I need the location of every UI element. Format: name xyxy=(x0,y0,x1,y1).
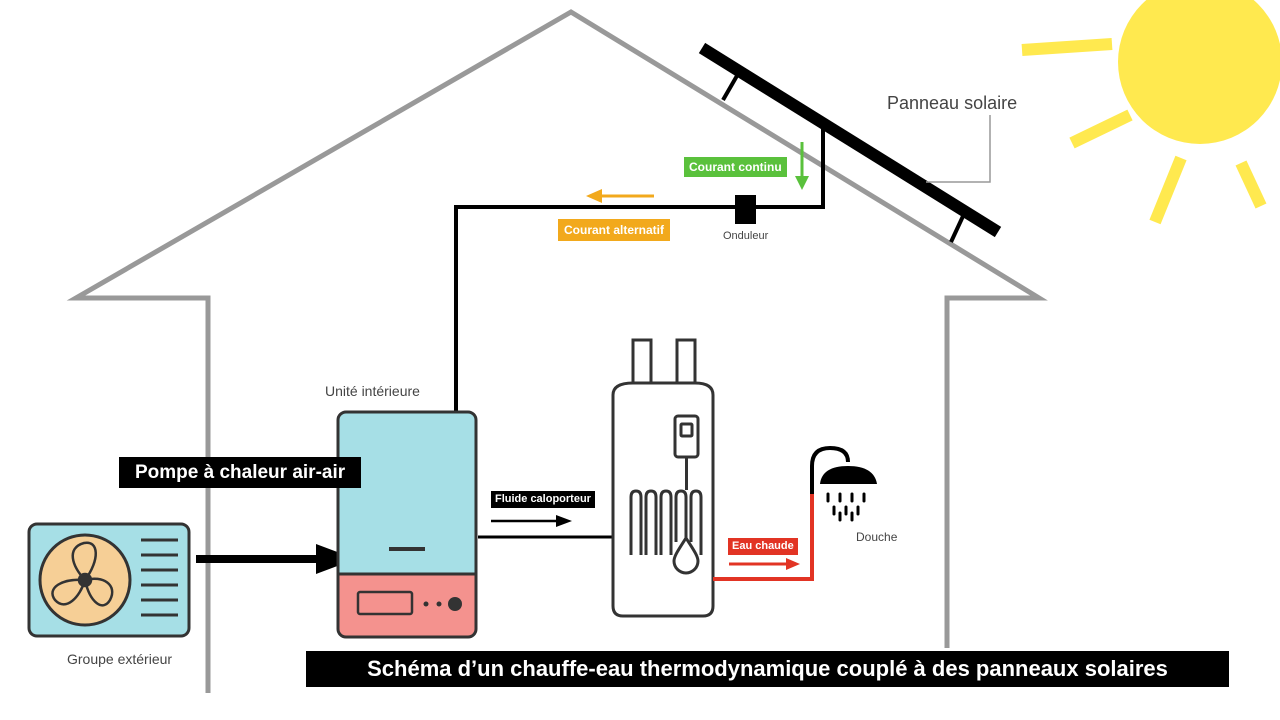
direct-current-arrow xyxy=(795,142,809,190)
inverter-icon xyxy=(735,195,756,224)
solar-panel-icon xyxy=(698,42,1002,243)
heat-transfer-fluid-tag: Fluide caloporteur xyxy=(491,491,595,508)
indoor-unit-label: Unité intérieure xyxy=(325,383,420,399)
hot-water-tag: Eau chaude xyxy=(728,538,798,555)
water-heater-icon xyxy=(611,338,715,618)
heating-coil-icon xyxy=(629,489,703,555)
electrical-wiring xyxy=(454,205,823,412)
refrigerant-arrow xyxy=(196,544,356,574)
diagram-caption: Schéma d’un chauffe-eau thermodynamique … xyxy=(306,651,1229,687)
alternating-current-arrow xyxy=(586,189,654,203)
water-drop-icon xyxy=(672,535,700,575)
sun-icon xyxy=(1021,0,1280,225)
heat-transfer-arrow xyxy=(491,515,572,527)
outdoor-unit-label: Groupe extérieur xyxy=(67,651,173,667)
fan-icon xyxy=(51,541,114,607)
shower-label: Douche xyxy=(856,530,898,544)
shower-icon xyxy=(810,445,877,522)
solar-panel-leader-line xyxy=(926,115,991,183)
inverter-label: Onduleur xyxy=(723,230,769,242)
outdoor-unit-icon xyxy=(27,522,191,638)
solar-panel-label: Panneau solaire xyxy=(887,93,1018,113)
hot-water-arrow xyxy=(729,558,800,570)
hot-water-pipe xyxy=(713,492,814,581)
indoor-unit-icon xyxy=(336,410,478,639)
direct-current-tag: Courant continu xyxy=(684,157,787,177)
alternating-current-tag: Courant alternatif xyxy=(558,219,671,241)
house-outline xyxy=(66,9,1048,693)
heat-pump-banner: Pompe à chaleur air-air xyxy=(119,457,362,488)
